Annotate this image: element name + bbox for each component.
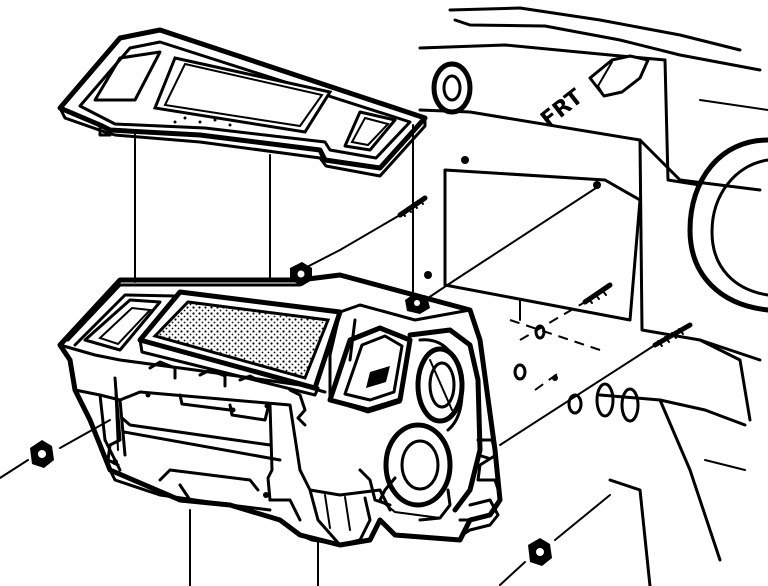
callout-lines (189, 509, 319, 586)
side-bolt (499, 322, 693, 446)
upper-case-nut (290, 214, 401, 286)
firewall-mounting-plate (424, 156, 642, 381)
upper-stud (397, 195, 428, 218)
front-arrow-icon (588, 54, 650, 98)
bottom-mounting-nut (499, 494, 611, 586)
upper-cover-gasket (57, 27, 428, 178)
blower-case-assembly (57, 272, 503, 548)
plate-stud (519, 282, 613, 341)
left-mounting-nut (0, 419, 111, 479)
front-direction-indicator: FRT (536, 54, 650, 133)
right-case-nut (405, 187, 597, 314)
firewall-washers (567, 382, 640, 423)
